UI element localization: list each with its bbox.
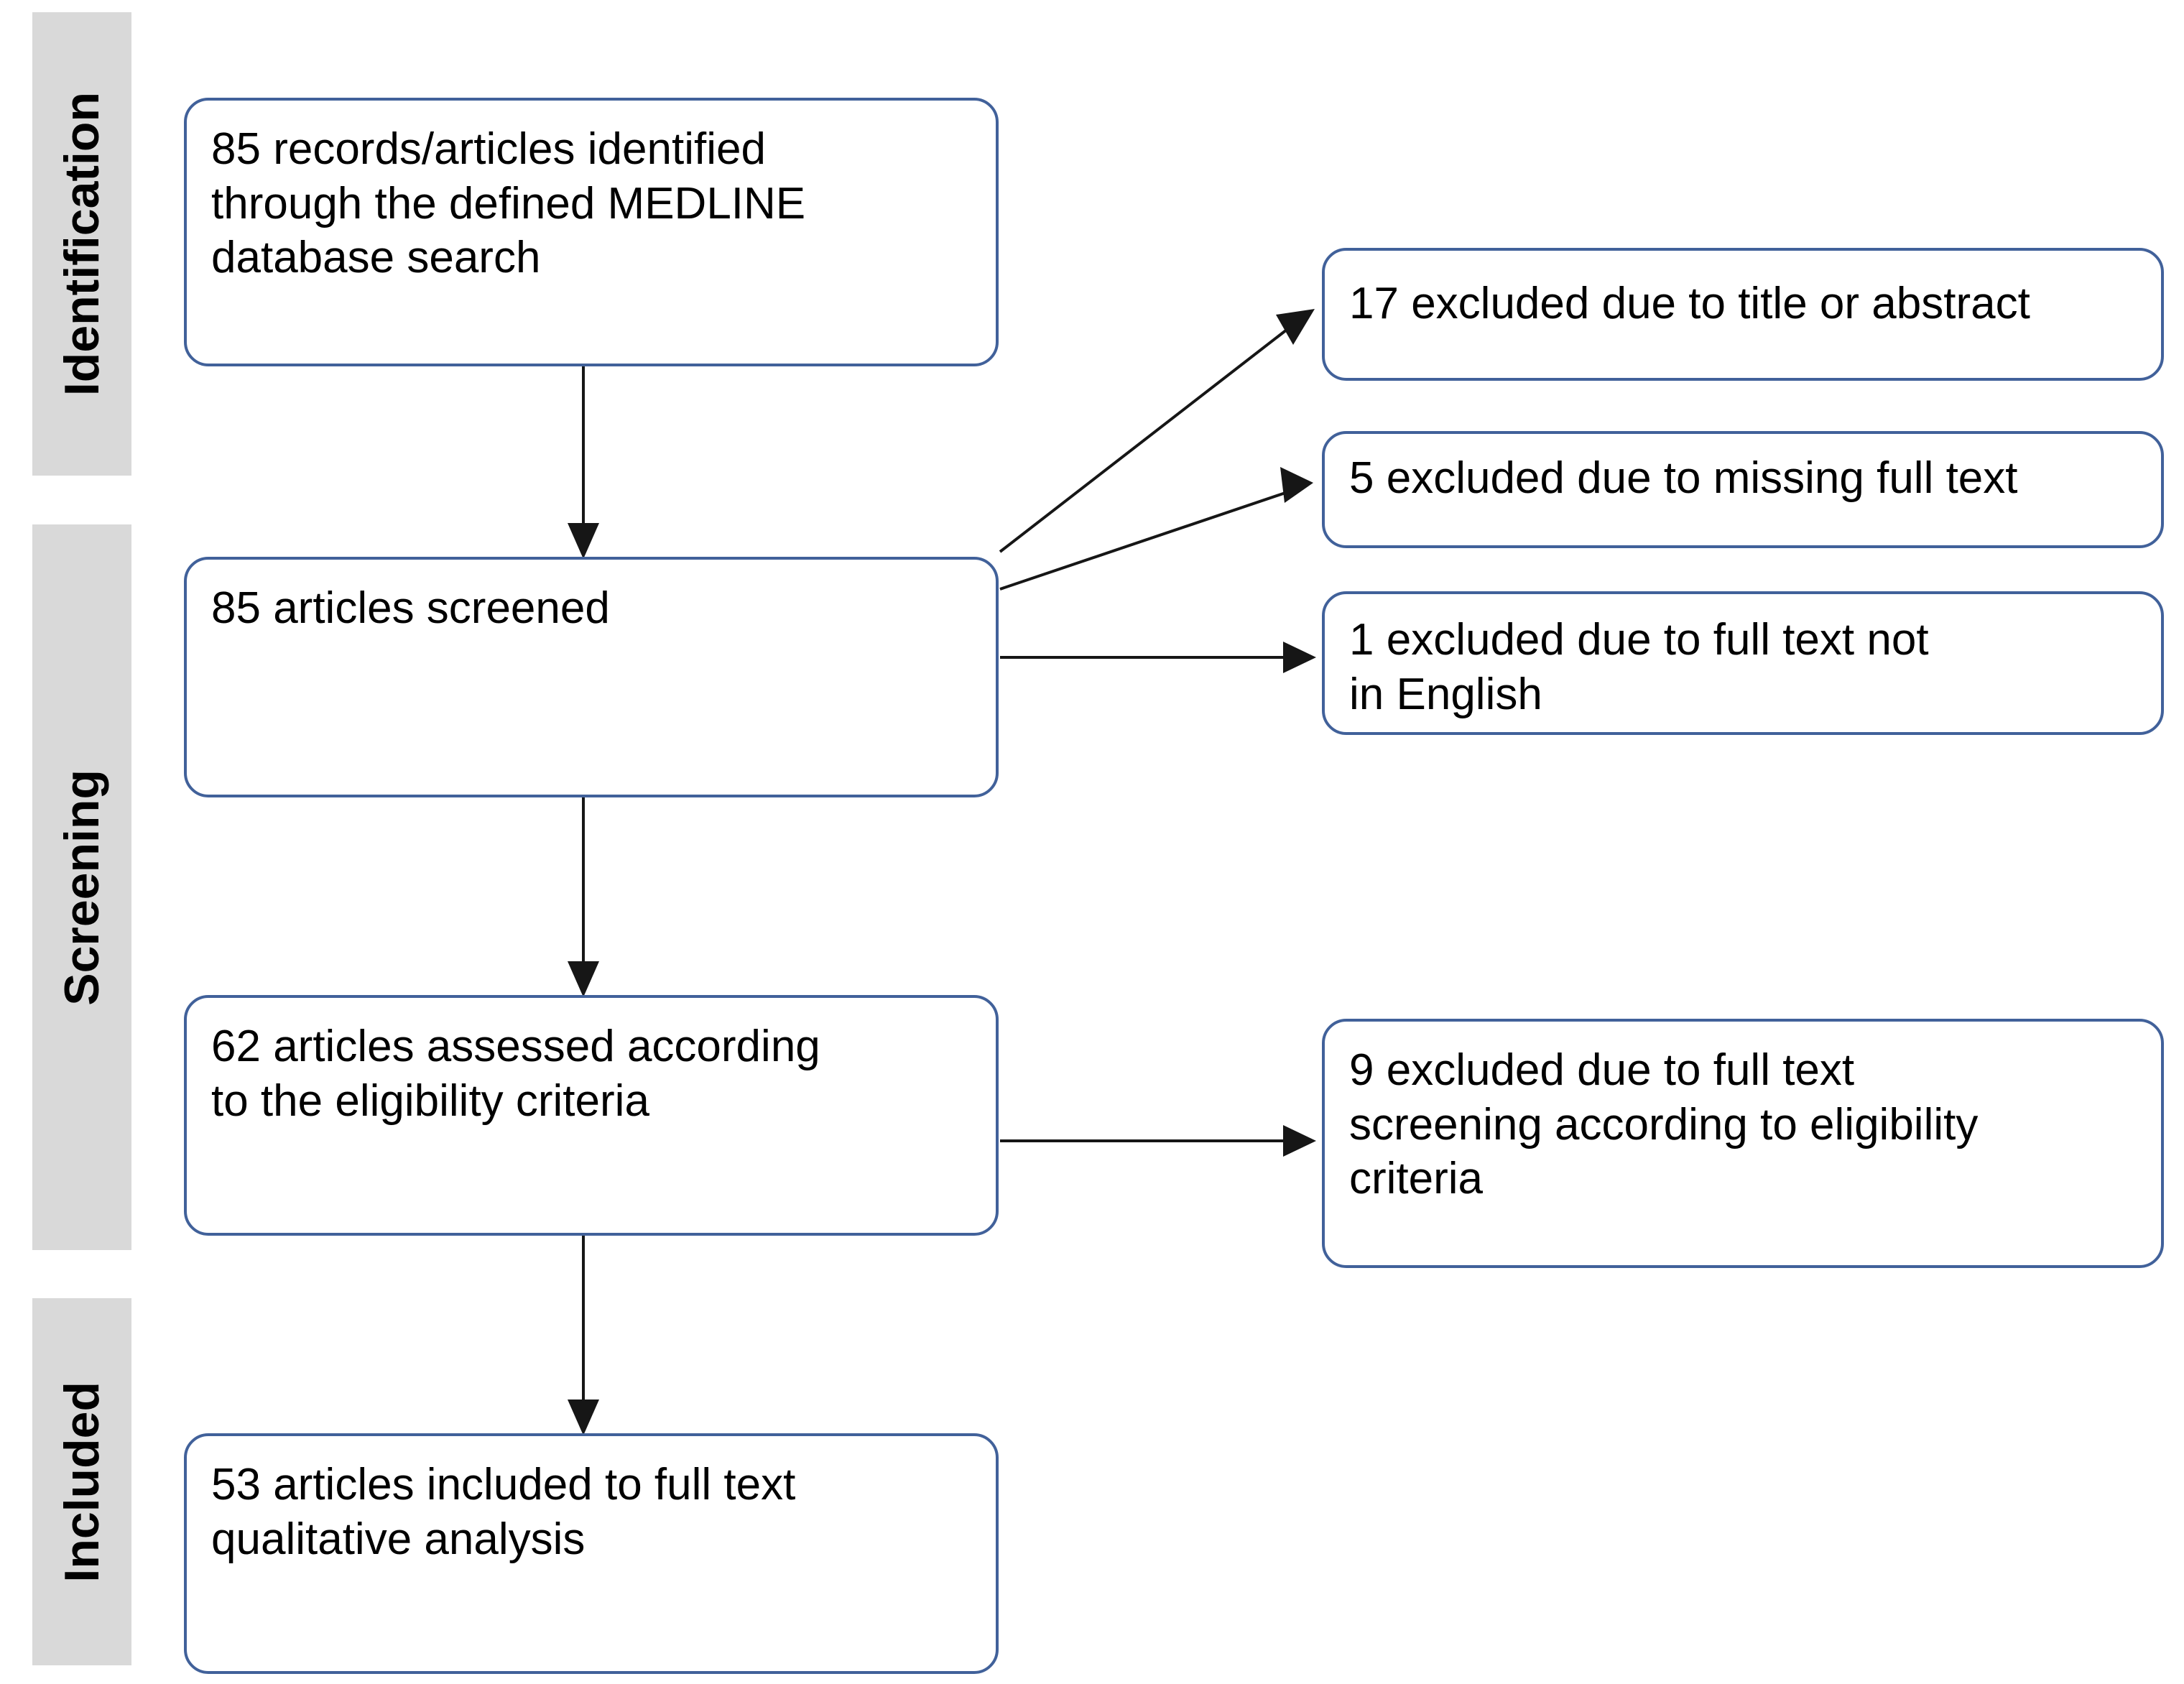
flow-box-excluded-eligibility-criteria-text: 9 excluded due to full text screening ac… — [1349, 1045, 1979, 1204]
arrow-assessed-to-included — [568, 1236, 599, 1435]
flow-box-articles-assessed-text: 62 articles assessed according to the el… — [211, 1022, 820, 1126]
flow-box-excluded-eligibility-criteria[interactable]: 9 excluded due to full text screening ac… — [1322, 1019, 2164, 1268]
flow-box-excluded-missing-full-text-text: 5 excluded due to missing full text — [1349, 453, 2018, 503]
flow-box-articles-assessed[interactable]: 62 articles assessed according to the el… — [184, 995, 999, 1236]
flow-box-excluded-title-abstract-text: 17 excluded due to title or abstract — [1349, 279, 2030, 328]
arrow-screened-to-excluded-english — [1000, 642, 1316, 673]
flow-box-articles-included-text: 53 articles included to full text qualit… — [211, 1460, 796, 1564]
stage-band-identification: Identification — [32, 12, 131, 476]
flow-box-records-identified[interactable]: 85 records/articles identified through t… — [184, 98, 999, 366]
flow-box-excluded-title-abstract[interactable]: 17 excluded due to title or abstract — [1322, 248, 2164, 381]
arrow-screened-to-excluded-missing — [999, 467, 1313, 591]
flow-box-excluded-missing-full-text[interactable]: 5 excluded due to missing full text — [1322, 431, 2164, 548]
flow-box-articles-screened[interactable]: 85 articles screened — [184, 557, 999, 797]
flow-box-articles-screened-text: 85 articles screened — [211, 583, 610, 633]
stage-band-screening: Screening — [32, 524, 131, 1250]
arrow-identified-to-screened — [568, 366, 599, 559]
flow-box-excluded-not-english-text: 1 excluded due to full text not in Engli… — [1349, 615, 1929, 719]
arrow-screened-to-assessed — [568, 797, 599, 997]
stage-label-screening: Screening — [55, 769, 109, 1006]
arrow-screened-to-excluded-title — [999, 309, 1315, 553]
flow-box-articles-included[interactable]: 53 articles included to full text qualit… — [184, 1433, 999, 1674]
flow-box-excluded-not-english[interactable]: 1 excluded due to full text not in Engli… — [1322, 591, 2164, 735]
flow-box-records-identified-text: 85 records/articles identified through t… — [211, 124, 806, 283]
arrow-assessed-to-excluded-eligibility — [1000, 1125, 1316, 1157]
stage-label-identification: Identification — [55, 91, 109, 397]
stage-band-included: Included — [32, 1298, 131, 1665]
stage-label-included: Included — [55, 1381, 109, 1583]
